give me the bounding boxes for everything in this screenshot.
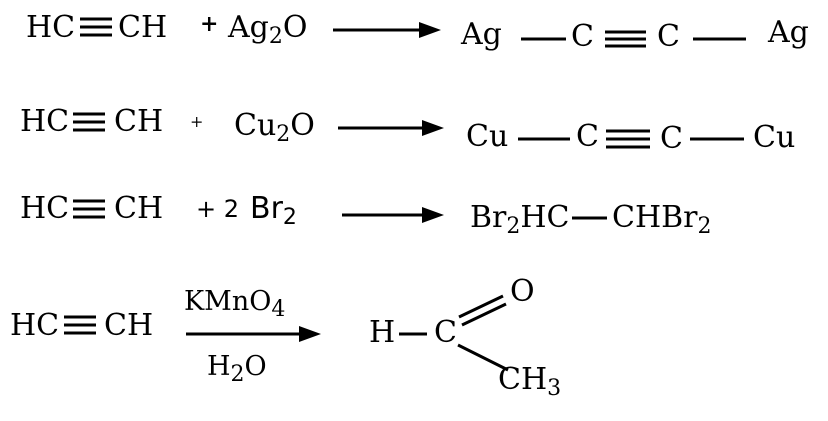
triple-bond bbox=[64, 315, 96, 335]
plus-sign: + bbox=[190, 112, 204, 131]
reactant-hc: HC bbox=[20, 104, 70, 139]
triple-bond bbox=[605, 30, 646, 48]
reagent-subscript: 2 bbox=[276, 122, 291, 147]
product-cu-right: Cu bbox=[753, 120, 796, 155]
reagent-subscript: 2 bbox=[282, 205, 297, 230]
product-cu-left: Cu bbox=[466, 119, 509, 154]
reaction-arrow bbox=[333, 22, 441, 38]
reaction-arrow bbox=[338, 120, 444, 136]
condition-kmno4: KMnO4 bbox=[184, 286, 285, 321]
product-c-left: C bbox=[576, 119, 599, 154]
triple-bond bbox=[80, 17, 112, 37]
reagent-tail: O bbox=[282, 10, 308, 45]
reagent-tail: O bbox=[290, 108, 315, 143]
product-tail: HC bbox=[520, 200, 570, 235]
product-c-right: C bbox=[657, 19, 680, 54]
reactant-ch: CH bbox=[114, 104, 164, 139]
condition-subscript: 2 bbox=[230, 362, 245, 387]
triple-bond bbox=[606, 129, 650, 149]
reactant-hc: HC bbox=[26, 10, 76, 45]
product-subscript: 2 bbox=[697, 214, 712, 239]
reagent-symbol: Br bbox=[250, 191, 283, 226]
single-bond-c-ch3 bbox=[457, 343, 509, 372]
condition-symbol: H bbox=[207, 351, 231, 382]
condition-tail: O bbox=[244, 351, 267, 382]
reagent-subscript: 2 bbox=[268, 24, 283, 49]
coefficient-plus: + 2 bbox=[196, 195, 240, 223]
product-o: O bbox=[510, 274, 535, 309]
product-ag-right: Ag bbox=[768, 15, 809, 50]
reagent-symbol: Ag bbox=[228, 10, 269, 45]
triple-bond bbox=[73, 112, 105, 132]
reaction-arrow bbox=[342, 207, 444, 223]
condition-h2o: H2O bbox=[207, 351, 267, 386]
reactant-ch: CH bbox=[114, 191, 164, 226]
product-h: H bbox=[369, 315, 396, 350]
triple-bond bbox=[73, 199, 105, 219]
reagent-ag2o: Ag2O bbox=[228, 10, 308, 48]
reactant-hc: HC bbox=[10, 308, 60, 343]
product-subscript: 3 bbox=[547, 376, 562, 401]
condition-symbol: KMnO bbox=[184, 286, 272, 317]
product-ch3: CH3 bbox=[498, 362, 561, 400]
reaction-arrow bbox=[186, 326, 321, 342]
product-br2hc: Br2HC bbox=[470, 200, 570, 238]
product-symbol: CH bbox=[498, 362, 548, 397]
product-symbol: CHBr bbox=[612, 200, 698, 235]
condition-subscript: 4 bbox=[271, 297, 286, 322]
product-ag-left: Ag bbox=[461, 17, 502, 52]
product-c-right: C bbox=[660, 121, 683, 156]
reactant-ch: CH bbox=[104, 308, 154, 343]
reactant-ch: CH bbox=[118, 10, 168, 45]
reagent-br2: Br2 bbox=[250, 191, 297, 229]
product-c-left: C bbox=[571, 19, 594, 54]
product-symbol: Br bbox=[470, 200, 507, 235]
reactant-hc: HC bbox=[20, 191, 70, 226]
double-bond-c-o bbox=[458, 294, 507, 327]
plus-sign: + bbox=[200, 11, 219, 37]
reagent-cu2o: Cu2O bbox=[234, 108, 315, 146]
reagent-symbol: Cu bbox=[234, 108, 277, 143]
product-c: C bbox=[434, 315, 457, 350]
product-chbr2: CHBr2 bbox=[612, 200, 712, 238]
product-subscript: 2 bbox=[506, 214, 521, 239]
